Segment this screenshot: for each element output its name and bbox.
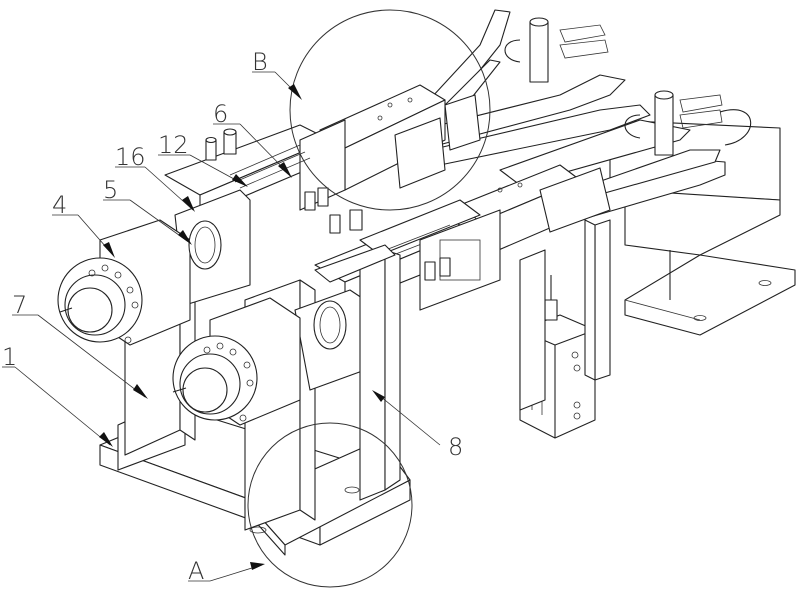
label-16: 16 — [115, 143, 146, 171]
leader-lines — [2, 71, 441, 582]
chuck-front — [172, 297, 347, 426]
label-b: B — [252, 48, 268, 76]
label-4: 4 — [52, 191, 67, 219]
label-5: 5 — [103, 176, 118, 204]
support-posts-right — [519, 219, 611, 411]
slide-rail-upper — [164, 84, 481, 216]
detail-circle-a — [247, 422, 413, 588]
label-a: A — [188, 557, 204, 585]
chuck-back — [57, 219, 222, 346]
detail-circle-b — [289, 9, 491, 211]
label-6: 6 — [213, 100, 228, 128]
label-1: 1 — [2, 343, 17, 371]
label-7: 7 — [12, 291, 27, 319]
label-12: 12 — [158, 131, 189, 159]
label-8: 8 — [448, 433, 463, 461]
